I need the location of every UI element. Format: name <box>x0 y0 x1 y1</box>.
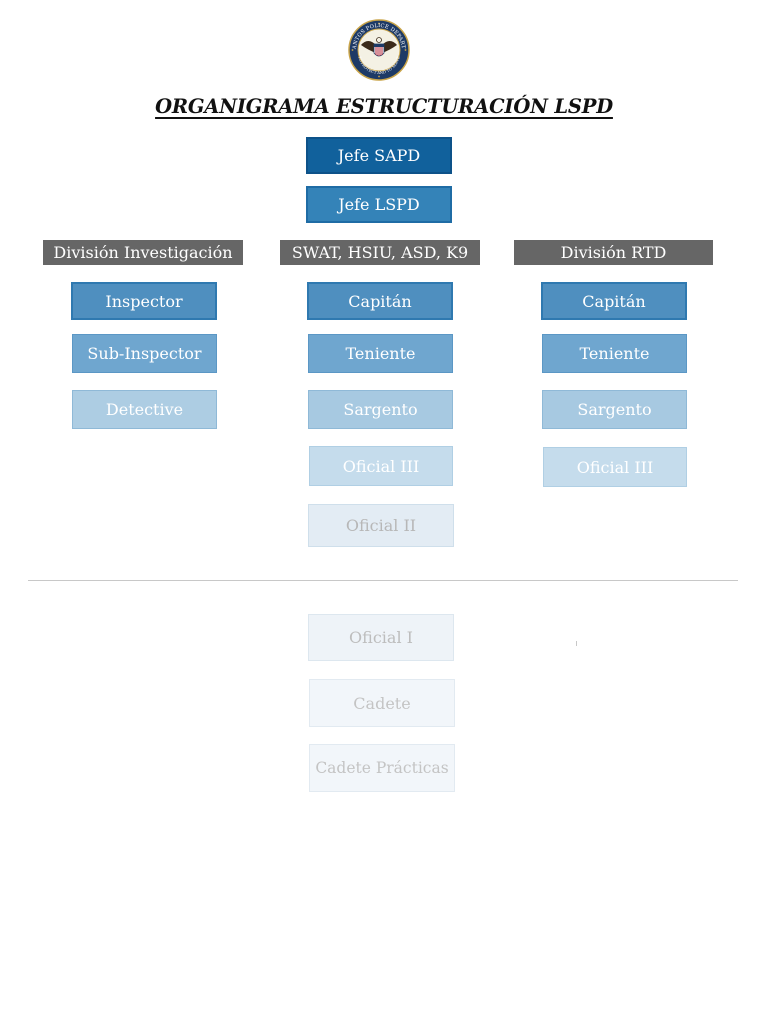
node-teniente-rtd: Teniente <box>542 334 687 373</box>
node-jefe-lspd: Jefe LSPD <box>306 186 452 223</box>
node-cadete-practicas: Cadete Prácticas <box>309 744 455 792</box>
lspd-seal-logo: LOS SANTOS POLICE DEPARTMENT TO PROTECT … <box>348 19 410 81</box>
header-division-investigacion: División Investigación <box>43 240 243 265</box>
node-sub-inspector: Sub-Inspector <box>72 334 217 373</box>
stray-mark <box>576 641 577 646</box>
node-teniente-swat: Teniente <box>308 334 453 373</box>
node-detective: Detective <box>72 390 217 429</box>
node-sargento-rtd: Sargento <box>542 390 687 429</box>
node-jefe-sapd: Jefe SAPD <box>306 137 452 174</box>
node-oficial-iii-rtd: Oficial III <box>543 447 687 487</box>
node-capitan-rtd: Capitán <box>541 282 687 320</box>
header-division-rtd: División RTD <box>514 240 713 265</box>
node-oficial-ii: Oficial II <box>308 504 454 547</box>
node-sargento-swat: Sargento <box>308 390 453 429</box>
page-title: ORGANIGRAMA ESTRUCTURACIÓN LSPD <box>155 95 613 118</box>
node-capitan-swat: Capitán <box>307 282 453 320</box>
section-divider <box>28 580 738 581</box>
header-swat-hsiu-asd-k9: SWAT, HSIU, ASD, K9 <box>280 240 480 265</box>
node-inspector: Inspector <box>71 282 217 320</box>
node-oficial-i: Oficial I <box>308 614 454 661</box>
node-oficial-iii-swat: Oficial III <box>309 446 453 486</box>
node-cadete: Cadete <box>309 679 455 727</box>
